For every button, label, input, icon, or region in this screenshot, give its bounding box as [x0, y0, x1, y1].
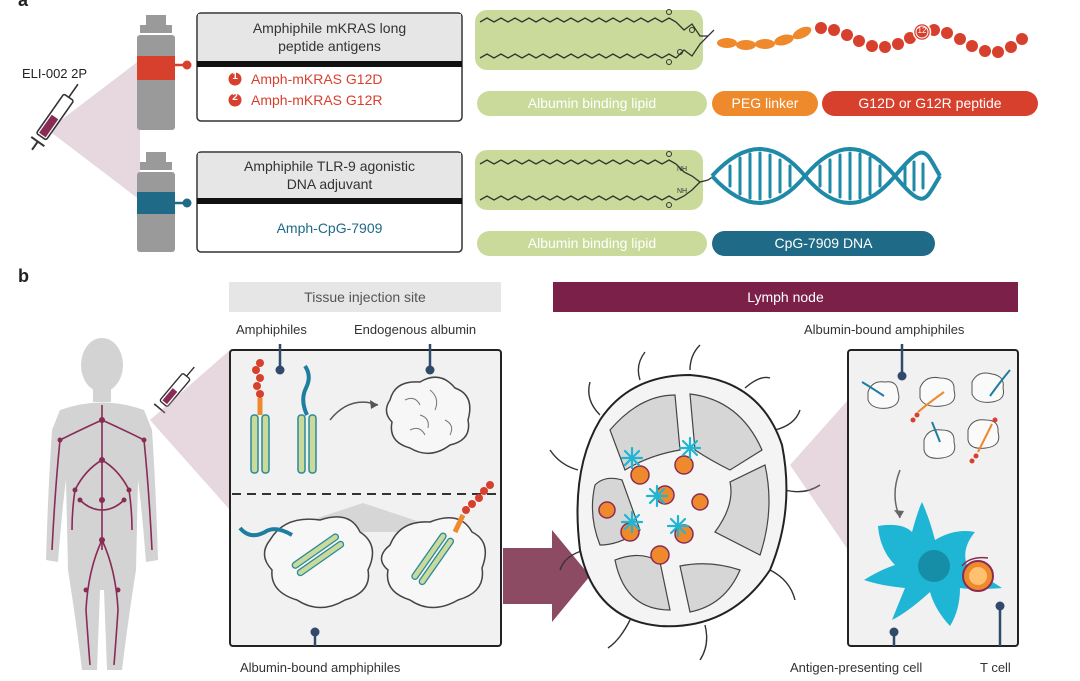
- albumin-bound-amphiphile: [238, 516, 374, 609]
- tissue-header: Tissue injection site: [304, 289, 426, 305]
- albumin-bound-amphiphile: [380, 481, 494, 609]
- antigen-presenting-cell: [864, 502, 1002, 626]
- peptide-amphiphile: [250, 359, 270, 474]
- pill-dna-label: CpG-7909 DNA: [774, 235, 873, 251]
- box2-title-line2: DNA adjuvant: [286, 176, 373, 192]
- panel-a-letter: a: [18, 0, 29, 10]
- panel-b-graphics: [46, 282, 1019, 670]
- tcell-label: T cell: [980, 660, 1011, 675]
- lymph-node: [549, 344, 821, 661]
- pill-peg-label: PEG linker: [731, 95, 799, 111]
- box1-item-number: 2: [232, 92, 238, 103]
- albumin-protein: [385, 376, 471, 454]
- lymph-header: Lymph node: [747, 289, 824, 305]
- human-body: [46, 338, 158, 670]
- pill-lipid-label: Albumin binding lipid: [527, 235, 657, 251]
- box1-item-number: 1: [232, 71, 238, 82]
- dna-amphiphile: [297, 364, 317, 474]
- albumin-bound-label: Albumin-bound amphiphiles: [804, 322, 965, 337]
- box1-title-line1: Amphiphile mKRAS long: [252, 20, 407, 36]
- syringe-icon: [153, 366, 195, 414]
- syringe-icon: [30, 60, 140, 200]
- albumin-bound-label: Albumin-bound amphiphiles: [240, 660, 401, 675]
- pill-peptide-label: G12D or G12R peptide: [858, 95, 1002, 111]
- apc-label: Antigen-presenting cell: [790, 660, 923, 675]
- product-label: ELI-002 2P: [22, 66, 88, 81]
- chem-amine-label: NH: [677, 188, 688, 195]
- vial-icon: [137, 15, 192, 130]
- box2-title-line1: Amphiphile TLR-9 agonistic: [244, 158, 415, 174]
- box2-item-text: Amph-CpG-7909: [276, 220, 383, 236]
- endogenous-albumin-label: Endogenous albumin: [354, 322, 477, 337]
- pill-lipid-label: Albumin binding lipid: [527, 95, 657, 111]
- t-cell: [961, 556, 994, 592]
- box1-item-text: Amph-mKRAS G12D: [251, 71, 383, 87]
- vial-icon: [137, 152, 192, 252]
- panel-b-letter: b: [18, 266, 29, 286]
- chem-amine-label: NH: [677, 166, 688, 173]
- residue-12-marker: 12: [917, 26, 927, 35]
- box1-title-line2: peptide antigens: [278, 38, 381, 54]
- dna-helix: [710, 147, 942, 205]
- amphiphiles-label: Amphiphiles: [236, 322, 307, 337]
- panel-a-graphics: [30, 9, 1038, 256]
- box1-item-text: Amph-mKRAS G12R: [251, 92, 383, 108]
